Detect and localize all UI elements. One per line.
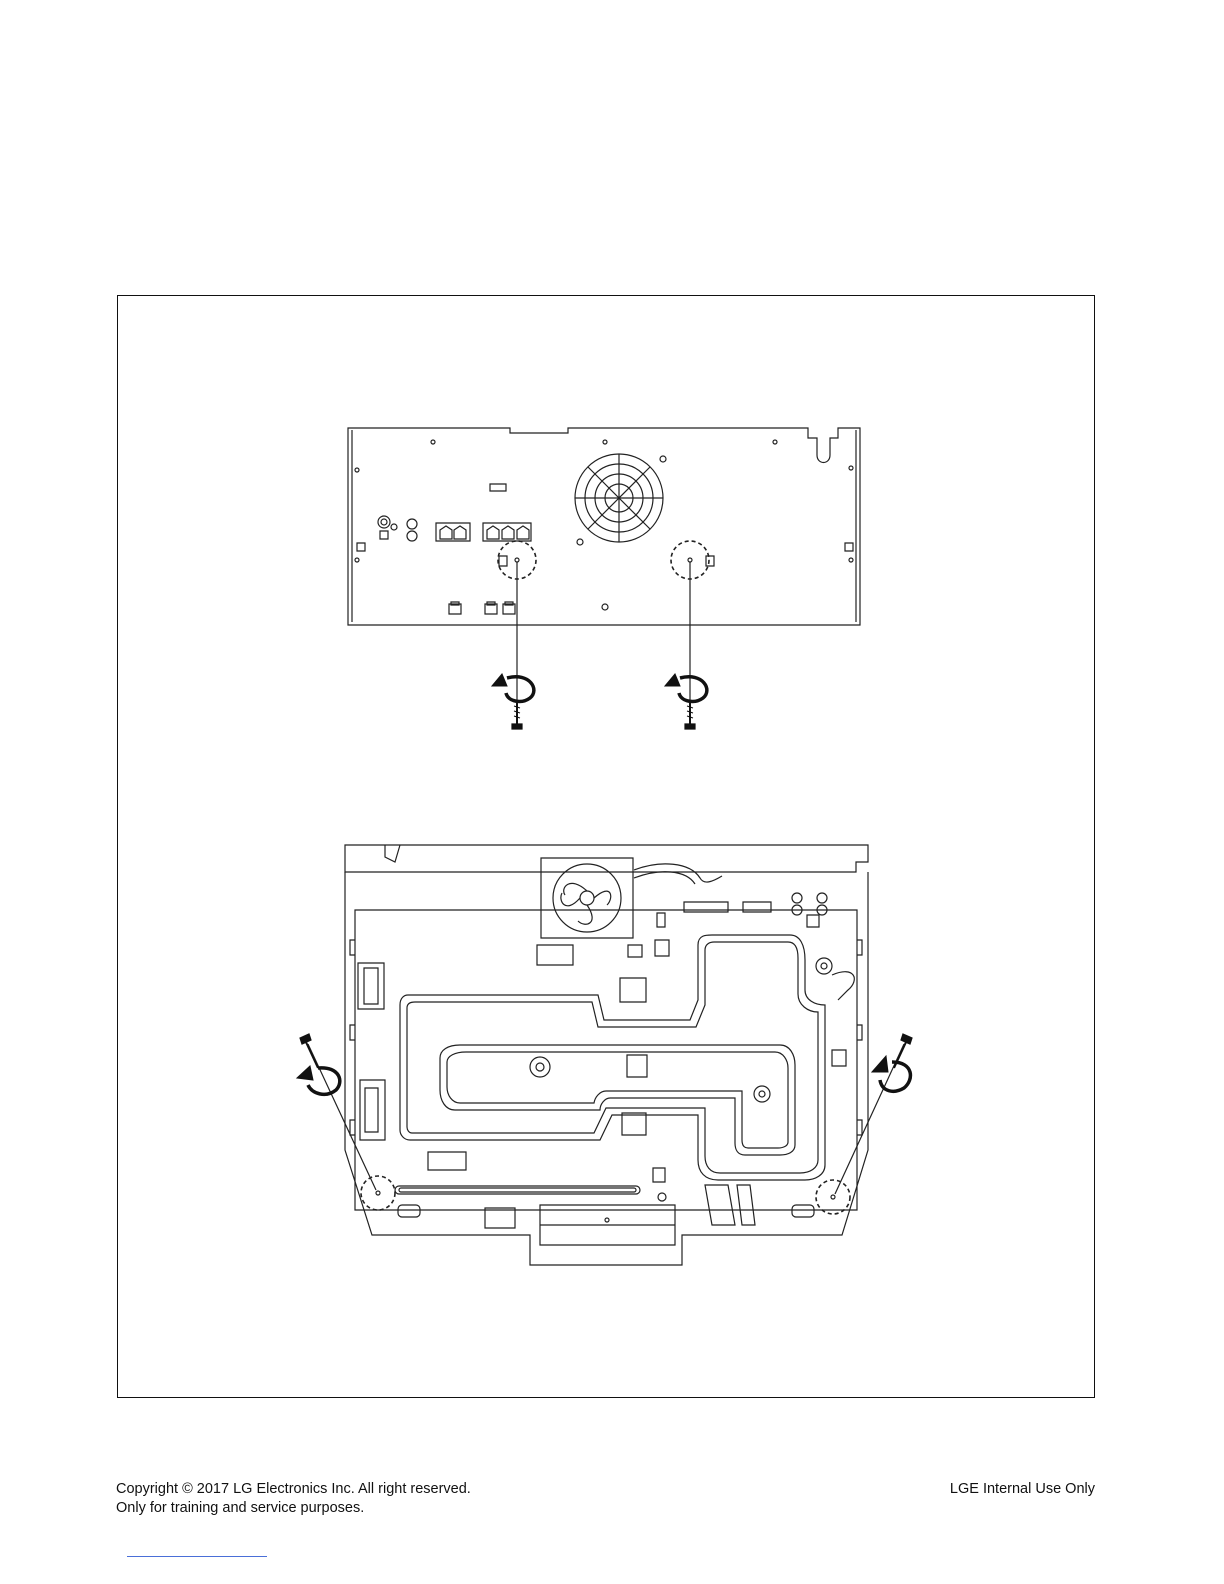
rear-panel	[348, 428, 860, 703]
counterclockwise-arrow-icon	[872, 1056, 910, 1091]
screw-icon	[300, 1034, 318, 1068]
footer-left: Copyright © 2017 LG Electronics Inc. All…	[116, 1480, 471, 1518]
footer-link-underline	[127, 1556, 267, 1557]
copyright-text: Copyright © 2017 LG Electronics Inc. All…	[116, 1480, 471, 1499]
screw-icon	[512, 703, 522, 729]
screw-location-marker	[816, 1180, 850, 1214]
purpose-text: Only for training and service purposes.	[116, 1499, 471, 1518]
screw-icon	[685, 703, 695, 729]
counterclockwise-arrow-icon	[665, 674, 707, 701]
chassis-bottom	[308, 845, 904, 1265]
counterclockwise-arrow-icon	[297, 1066, 340, 1094]
fan	[541, 858, 633, 938]
counterclockwise-arrow-icon	[492, 674, 534, 701]
screw-location-marker	[361, 1176, 395, 1210]
fan-grille	[575, 454, 663, 542]
internal-use-text: LGE Internal Use Only	[950, 1480, 1095, 1499]
